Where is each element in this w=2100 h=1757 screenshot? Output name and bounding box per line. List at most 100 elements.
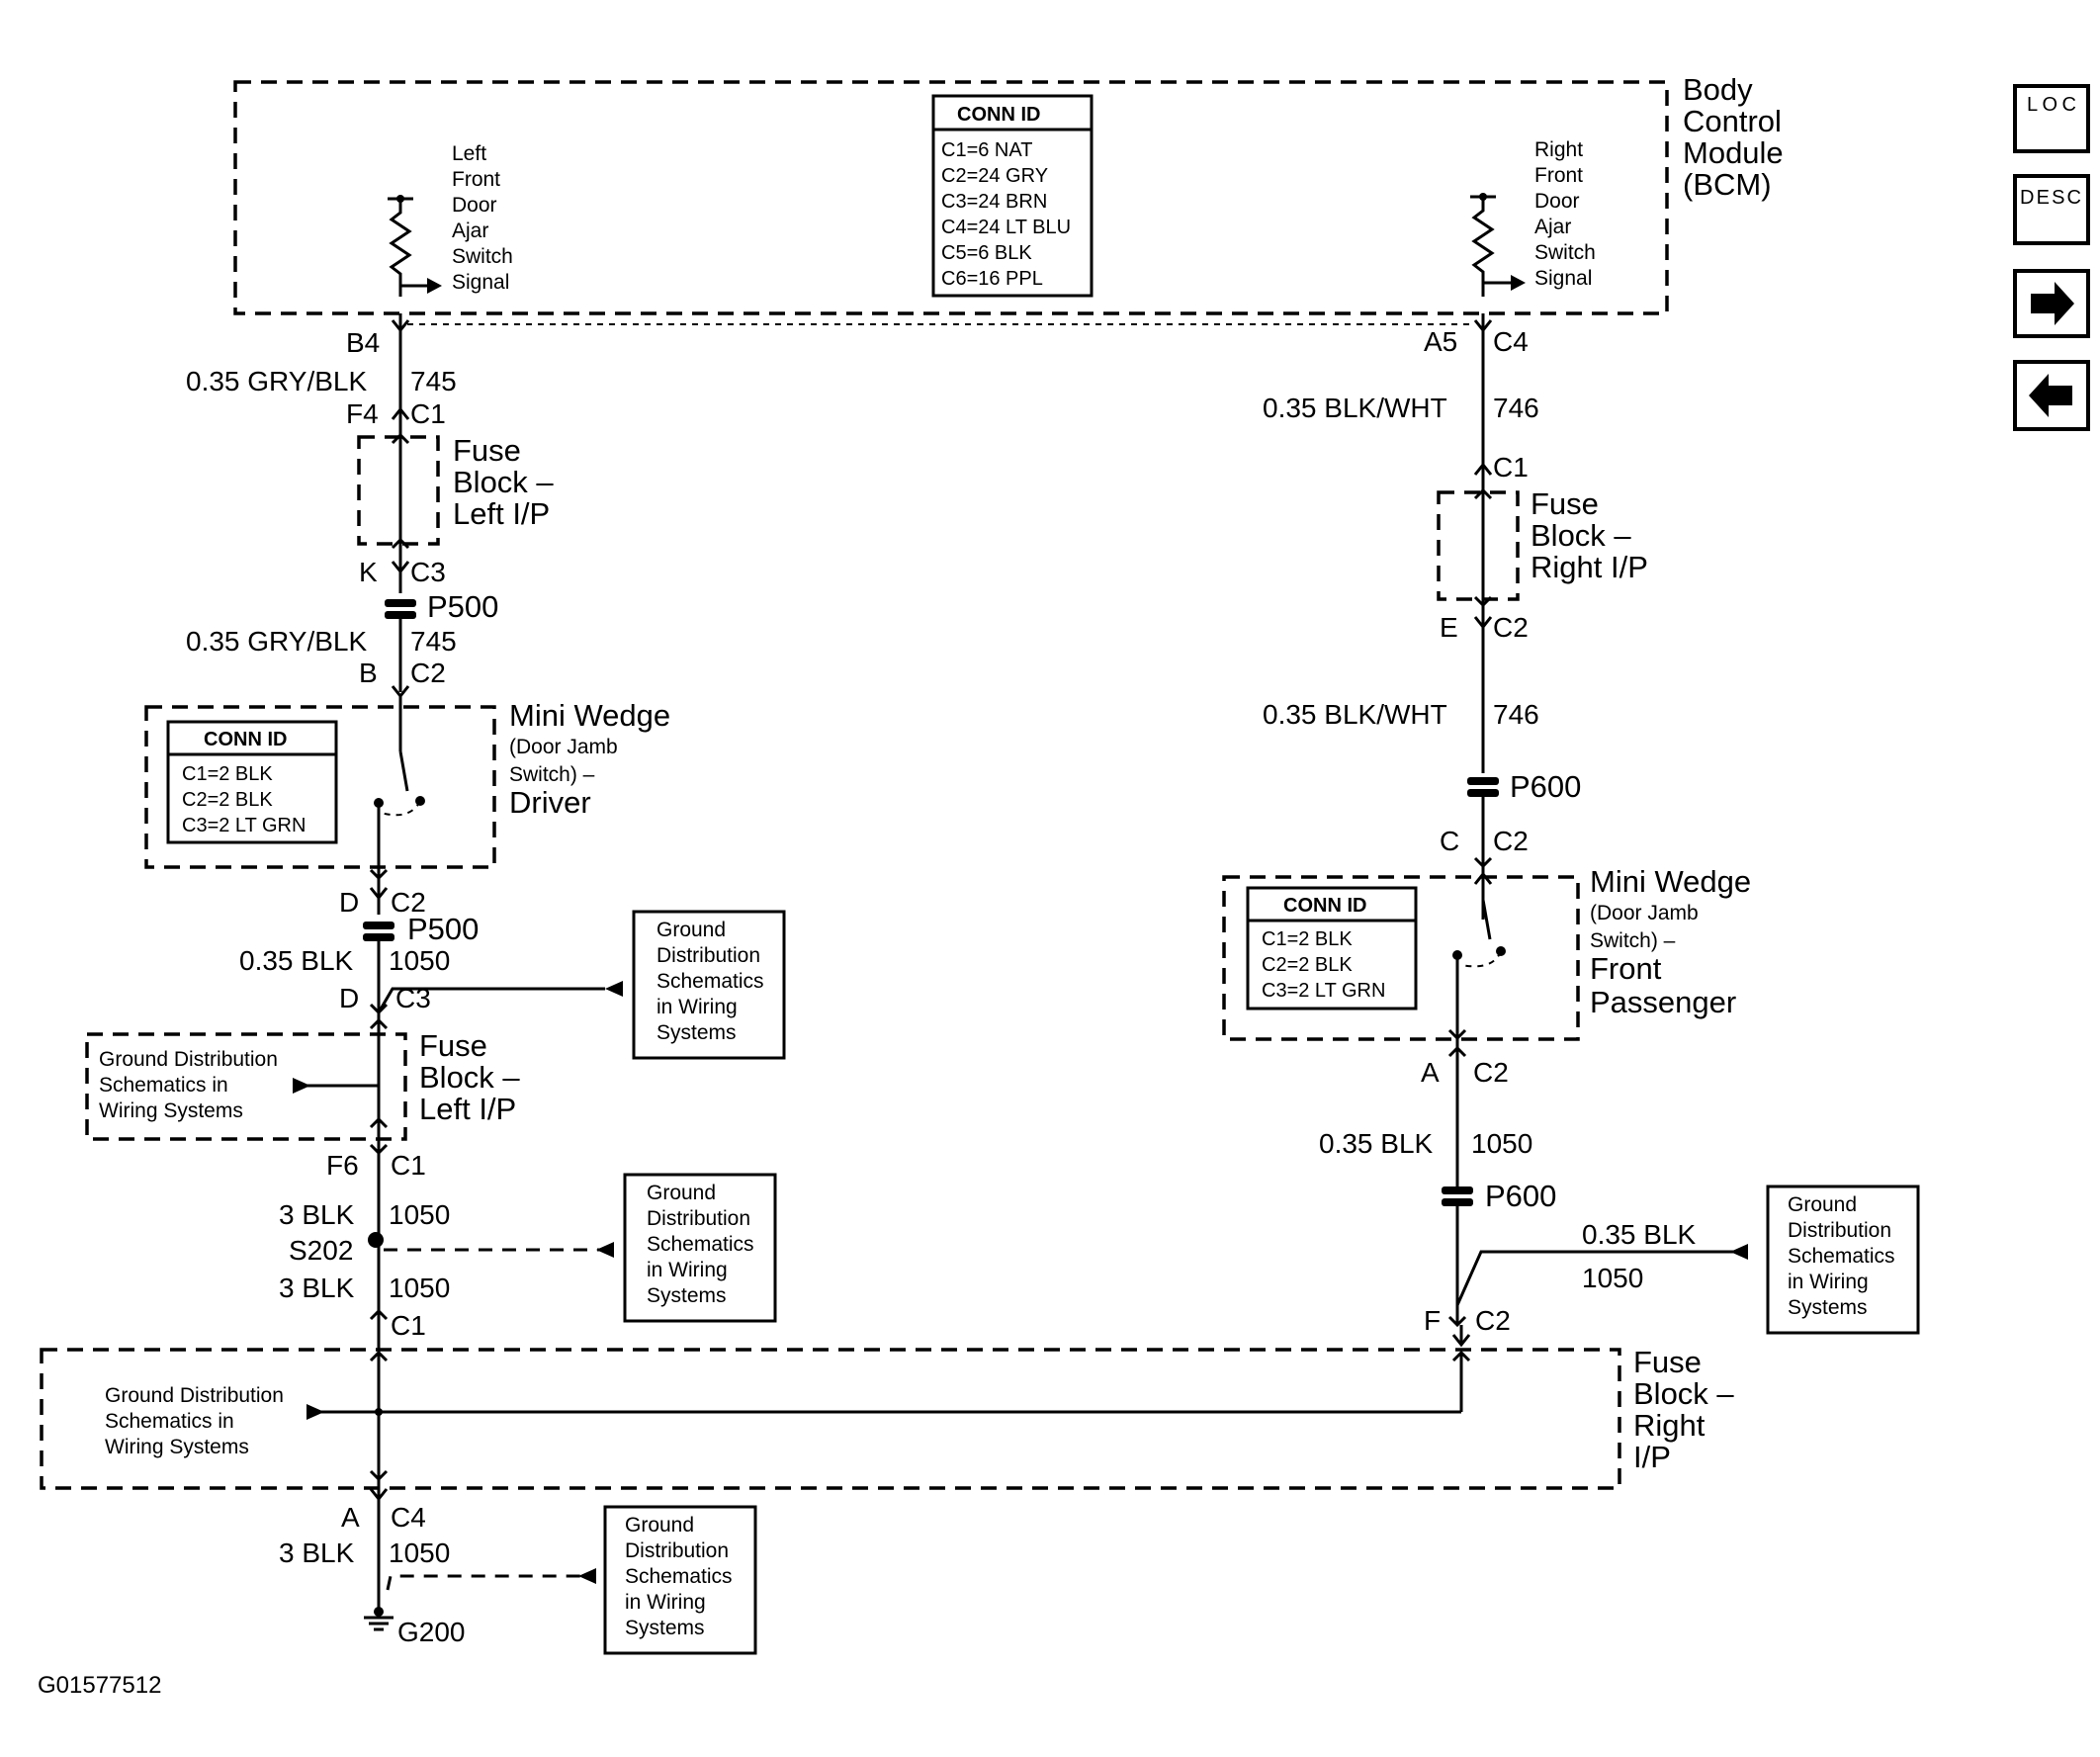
svg-text:in Wiring: in Wiring <box>647 1259 728 1281</box>
label-f4: F4 <box>346 398 379 429</box>
svg-text:Schematics: Schematics <box>1788 1245 1895 1268</box>
bcm-conn-table: CONN ID C1=6 NAT C2=24 GRY C3=24 BRN C4=… <box>931 94 1094 298</box>
svg-text:Signal: Signal <box>1534 267 1592 290</box>
label-d-1: D <box>339 887 359 918</box>
ground-ref-box-5: Ground Distribution Schematics in Wiring… <box>1766 1185 1920 1335</box>
right-branch-gauge: 0.35 BLK <box>1582 1219 1697 1250</box>
svg-text:Switch) –: Switch) – <box>509 763 595 786</box>
label-c3-left: C3 <box>410 557 446 587</box>
ground-ref-box-1: Ground Distribution Schematics in Wiring… <box>632 910 786 1060</box>
right-wire1-gauge: 0.35 BLK/WHT <box>1263 393 1447 423</box>
svg-text:LOC: LOC <box>2027 94 2076 116</box>
svg-text:C1=2 BLK: C1=2 BLK <box>182 763 273 785</box>
svg-text:Door: Door <box>1534 190 1580 213</box>
svg-text:(Door Jamb: (Door Jamb <box>1590 902 1699 924</box>
fuse-block-left-ip-2 <box>85 1032 407 1141</box>
svg-text:Passenger: Passenger <box>1590 985 1736 1019</box>
left-wire3-num: 1050 <box>389 945 450 976</box>
svg-text:Systems: Systems <box>647 1284 727 1307</box>
label-a-right: A <box>1421 1057 1440 1088</box>
prev-button[interactable] <box>2013 360 2090 431</box>
svg-text:Wiring Systems: Wiring Systems <box>105 1436 249 1458</box>
loc-button[interactable]: LOC <box>2013 84 2090 153</box>
label-c4-right: C4 <box>1493 326 1529 357</box>
label-f6: F6 <box>326 1150 359 1181</box>
svg-text:Ground: Ground <box>625 1514 694 1537</box>
svg-text:in Wiring: in Wiring <box>1788 1271 1869 1293</box>
bcm-box <box>233 80 1669 315</box>
ground-ref-box-6: Ground Distribution Schematics in Wiring… <box>603 1505 757 1655</box>
svg-text:Mini Wedge: Mini Wedge <box>509 698 670 733</box>
label-c4-left: C4 <box>391 1502 426 1533</box>
svg-text:C6=16 PPL: C6=16 PPL <box>941 268 1043 290</box>
svg-text:C3=24 BRN: C3=24 BRN <box>941 191 1047 213</box>
svg-text:Schematics in: Schematics in <box>105 1410 234 1433</box>
right-wire1-num: 746 <box>1493 393 1539 423</box>
svg-text:Front: Front <box>1590 951 1662 986</box>
right-wire3-gauge: 0.35 BLK <box>1319 1128 1434 1159</box>
right-branch-num: 1050 <box>1582 1263 1643 1293</box>
label-s202: S202 <box>289 1235 353 1266</box>
label-a5: A5 <box>1424 326 1457 357</box>
right-arrow-icon <box>2031 282 2074 325</box>
driver-conn-table: CONN ID C1=2 BLK C2=2 BLK C3=2 LT GRN <box>166 720 338 844</box>
svg-text:Switch: Switch <box>1534 241 1596 264</box>
svg-text:Block –: Block – <box>419 1060 520 1095</box>
svg-text:Right I/P: Right I/P <box>1531 550 1648 584</box>
ground-ref-box-4: Ground Distribution Schematics in Wiring… <box>105 1384 284 1458</box>
label-c1-left-b: C1 <box>391 1150 426 1181</box>
label-c2-right-c: C2 <box>1473 1057 1509 1088</box>
svg-text:Wiring Systems: Wiring Systems <box>99 1099 243 1122</box>
svg-text:Right: Right <box>1534 138 1583 161</box>
svg-text:C1=2 BLK: C1=2 BLK <box>1262 928 1353 950</box>
label-p600-b: P600 <box>1485 1179 1556 1213</box>
svg-text:Switch) –: Switch) – <box>1590 929 1676 952</box>
svg-text:Systems: Systems <box>625 1617 705 1639</box>
passenger-conn-table: CONN ID C1=2 BLK C2=2 BLK C3=2 LT GRN <box>1246 886 1418 1010</box>
left-wire6-gauge: 3 BLK <box>279 1537 355 1568</box>
svg-text:Fuse: Fuse <box>1633 1345 1702 1379</box>
svg-text:C1=6 NAT: C1=6 NAT <box>941 139 1032 161</box>
svg-text:Distribution: Distribution <box>1788 1219 1891 1242</box>
svg-text:Door: Door <box>452 194 497 217</box>
label-c2-left-a: C2 <box>410 658 446 688</box>
svg-text:C3=2 LT GRN: C3=2 LT GRN <box>1262 980 1385 1002</box>
label-c-right: C <box>1440 826 1459 856</box>
svg-text:Ground Distribution: Ground Distribution <box>99 1048 278 1071</box>
left-wire4-num: 1050 <box>389 1199 450 1230</box>
svg-text:C3=2 LT GRN: C3=2 LT GRN <box>182 815 306 836</box>
label-b4: B4 <box>346 327 380 358</box>
svg-text:Switch: Switch <box>452 245 513 268</box>
label-c2-right-b: C2 <box>1493 826 1529 856</box>
fuse-block-right-ip-1 <box>1437 490 1520 601</box>
right-wire2-num: 746 <box>1493 699 1539 730</box>
left-wire3-gauge: 0.35 BLK <box>239 945 354 976</box>
desc-button[interactable]: DESC <box>2013 174 2090 245</box>
svg-text:Schematics in: Schematics in <box>99 1074 228 1097</box>
left-wire2-gauge: 0.35 GRY/BLK <box>186 626 367 657</box>
right-circuit <box>1442 313 1748 1348</box>
left-wire5-gauge: 3 BLK <box>279 1273 355 1303</box>
left-wire2-num: 745 <box>410 626 457 657</box>
svg-text:Schematics: Schematics <box>647 1233 754 1256</box>
svg-text:Ajar: Ajar <box>1534 216 1571 238</box>
svg-text:Ground: Ground <box>1788 1193 1857 1216</box>
left-circuit <box>363 313 425 1631</box>
mini-wedge-driver-box <box>144 705 496 869</box>
svg-text:Ajar: Ajar <box>452 220 488 242</box>
left-door-ajar-signal: Left Front Door Ajar Switch Signal <box>388 142 513 297</box>
svg-text:C5=6 BLK: C5=6 BLK <box>941 242 1032 264</box>
svg-text:Fuse: Fuse <box>419 1028 487 1063</box>
svg-text:Front: Front <box>452 168 500 191</box>
bcm-title-2: Control <box>1683 104 1782 138</box>
next-button[interactable] <box>2013 269 2090 338</box>
svg-text:Block –: Block – <box>453 465 554 499</box>
ground-ref-box-2: Ground Distribution Schematics in Wiring… <box>99 1048 278 1122</box>
svg-text:Driver: Driver <box>509 785 591 820</box>
svg-text:Front: Front <box>1534 164 1583 187</box>
label-f-right: F <box>1424 1305 1441 1336</box>
svg-text:Distribution: Distribution <box>625 1539 729 1562</box>
fuse-block-left-ip-1 <box>357 435 440 546</box>
svg-text:Ground: Ground <box>647 1182 716 1204</box>
svg-text:C2=24 GRY: C2=24 GRY <box>941 165 1048 187</box>
